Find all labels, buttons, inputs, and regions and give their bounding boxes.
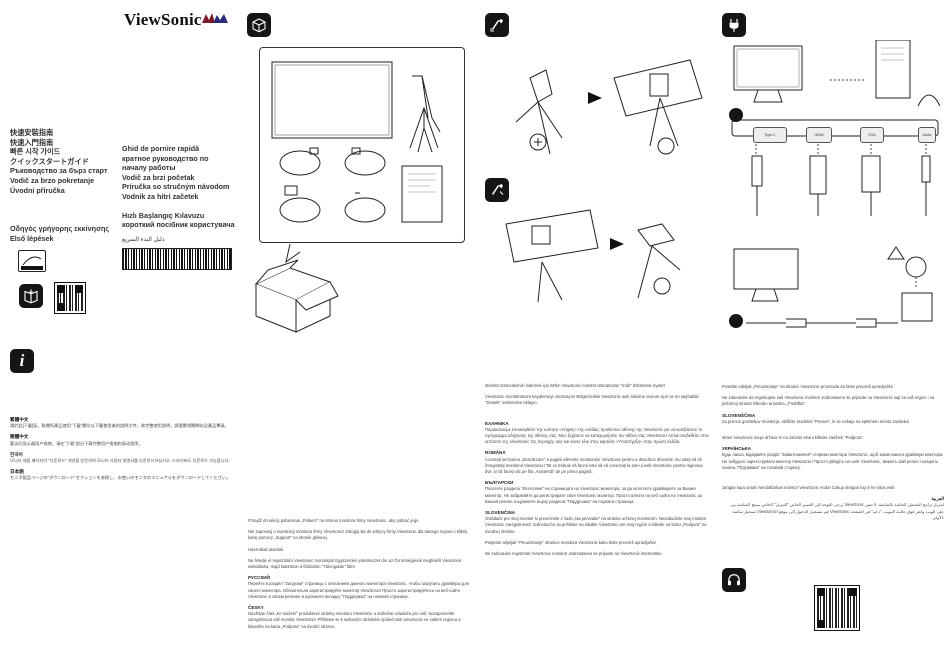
- note-heading: 繁體中文: [10, 417, 29, 422]
- note-heading: РУССКИЙ: [248, 575, 270, 581]
- lang-title: 快速安裝指南: [10, 128, 54, 137]
- note-text: 모니터 제품 페이지의 "다운로드" 섹션을 방문하여 모니터 사용자 설명서를…: [10, 458, 230, 464]
- lang-title: Ghid de pornire rapidă: [122, 144, 200, 153]
- port-vga: VGA: [860, 127, 884, 143]
- lang-title: Vodič za brzi početak: [122, 172, 195, 182]
- open-box-illustration: [254, 243, 339, 333]
- port-hdmi: HDMI: [806, 127, 832, 143]
- note-heading: 한국어: [10, 451, 23, 457]
- note-text: Accesați secțiunea „Descărcare" a pagini…: [485, 456, 703, 475]
- note-heading: УКРАЇНСЬКА: [722, 446, 751, 452]
- lang-title: Vodnik za hitri začetek: [122, 191, 199, 201]
- port-audio: Audio: [918, 127, 936, 143]
- notes-col4: Posetite odeljak „Preuzimanje" na strani…: [722, 384, 944, 526]
- box-icon: [247, 13, 271, 37]
- lang-title: кратное руководство по: [122, 153, 209, 163]
- note-text: Monitör sürücülerinizi indirmek için lüt…: [485, 383, 665, 388]
- lang-title: Első lépések: [10, 233, 54, 243]
- notes-col3: Monitör sürücülerinizi indirmek için lüt…: [485, 383, 710, 562]
- note-heading: 簡體中文: [10, 434, 29, 440]
- note-text: Használati utasítás: [248, 546, 284, 552]
- power-connection-diagram: [733, 246, 933, 328]
- step-marker: [729, 314, 743, 328]
- brand-birds-logo: [202, 13, 228, 23]
- notes-col2: Przejdź do sekcji pobierania „Pobierz" n…: [248, 518, 474, 635]
- connection-diagram: [731, 40, 941, 216]
- note-heading: SLOVENČINA: [485, 510, 516, 516]
- note-heading: SLOVENŠČINA: [722, 412, 756, 418]
- headset-icon: [722, 568, 746, 592]
- book-icon: [19, 284, 43, 308]
- note-text: Przejdź do sekcji pobierania „Pobierz" n…: [248, 518, 419, 523]
- note-text: Ne feledje el regisztrálni ViewSonic mon…: [248, 557, 462, 570]
- note-text: Перейти в раздел "Загрузки" страницы с о…: [248, 581, 469, 599]
- note-text: Nie zapomnij o rejestracji monitora firm…: [248, 529, 468, 541]
- note-heading: БЪЛГАРСКИ: [485, 480, 514, 486]
- note-heading: ČESKY: [248, 605, 264, 611]
- note-text: 請於此[下載]區，點閱所產品使用"下載"欄位以下載使用者的說明文件。欲完整使用說…: [10, 423, 229, 429]
- lang-title: 快速入門指南: [10, 137, 54, 147]
- note-text: Navštivte část „Ke stažení" produktové s…: [248, 611, 461, 629]
- lang-title: началу работы: [122, 163, 176, 173]
- note-text: Posetite odeljak „Preuzimanje" na strani…: [722, 384, 894, 389]
- stand-assemble-illustration: [505, 209, 681, 303]
- stand-attach-illustration: [515, 59, 703, 155]
- language-list-left: 快速安裝指南 快速入門指南 빠른 시작 가이드 クイックスタートガイド Ръко…: [10, 128, 120, 243]
- note-text: Ne zaboravite registrirati ViewSonic mon…: [485, 551, 662, 557]
- note-heading: ΕΛΛΗΝΙΚΑ: [485, 420, 509, 426]
- brand-logo-text: ViewSonic: [124, 10, 202, 29]
- note-text: strani ViewSonic svoje države in na zače…: [722, 435, 865, 441]
- note-text: Будь ласка, відвідайте розділ "Завантаже…: [722, 452, 944, 470]
- barcode: [122, 248, 232, 270]
- note-heading: ROMÂNĂ: [485, 450, 506, 456]
- lang-title: 빠른 시작 가이드: [10, 147, 61, 157]
- note-text: Jangan lupa untuk mendaftarkan monitor V…: [722, 485, 895, 491]
- support-qr-code: [814, 585, 860, 631]
- lang-title: Príručka so stručným návodom: [122, 182, 230, 192]
- language-list-right: Ghid de pornire rapidă кратное руководст…: [122, 144, 242, 245]
- package-contents-panel: [259, 47, 465, 243]
- energy-star-logo: [18, 250, 46, 272]
- note-text: モニタ製品ページの"ダウンロード"セクションを参照し、お使いのモニタのマニュアル…: [10, 475, 231, 481]
- note-text: Za prenos gonilnikov monitorja, obiščite…: [722, 418, 909, 424]
- note-text: ViewSonic monitörünüzü kaydetmeyi unutma…: [485, 394, 699, 406]
- note-text: Ovládače pre svoj monitor si prevezmite …: [485, 516, 707, 534]
- lang-title: دليل البدء السريع: [122, 236, 165, 243]
- note-text: يرجى التوجه إلى القسم الخاص "التنزيل" ال…: [730, 502, 945, 520]
- note-text: 要访问显示器用户指南，请在"下载"部分下载完整用户指南和驱动程序。: [10, 440, 143, 446]
- info-icon: i: [10, 349, 34, 373]
- screwdriver-icon: [485, 178, 509, 202]
- lang-title: Hızlı Başlangıç Kılavuzu: [122, 210, 205, 220]
- notes-col1: 繁體中文 請於此[下載]區，點閱所產品使用"下載"欄位以下載使用者的說明文件。欲…: [10, 417, 240, 487]
- lang-title: короткий посібник користувача: [122, 220, 235, 230]
- note-text: Posjetite odjeljak "Preuzimanje" stranic…: [485, 539, 656, 545]
- port-type-c: Type-C: [753, 127, 787, 143]
- qr-code: [54, 282, 86, 314]
- step-marker: [729, 108, 743, 122]
- lang-title: Ръководство за бърз старт: [10, 166, 108, 176]
- lang-title: Úvodní příručka: [10, 185, 65, 195]
- lang-title: クイックスタートガイド: [10, 156, 89, 166]
- lang-title: Vodič za brzo pokretanje: [10, 175, 95, 185]
- power-plug-icon: [722, 13, 746, 37]
- note-text: Παρακαλούμε επισκεφθείτε την ενότητα «Λή…: [485, 426, 710, 445]
- note-heading: 日本語: [10, 469, 24, 475]
- screwdriver-icon: [485, 13, 509, 37]
- lang-title: Οδηγός γρήγορης εκκίνησης: [10, 224, 110, 234]
- note-text: Посетете раздела "Изтегляне" на страница…: [485, 486, 702, 504]
- note-text: Ne zaboravite da registrujete vaš ViewSo…: [722, 395, 935, 407]
- note-heading: العربية: [931, 496, 944, 502]
